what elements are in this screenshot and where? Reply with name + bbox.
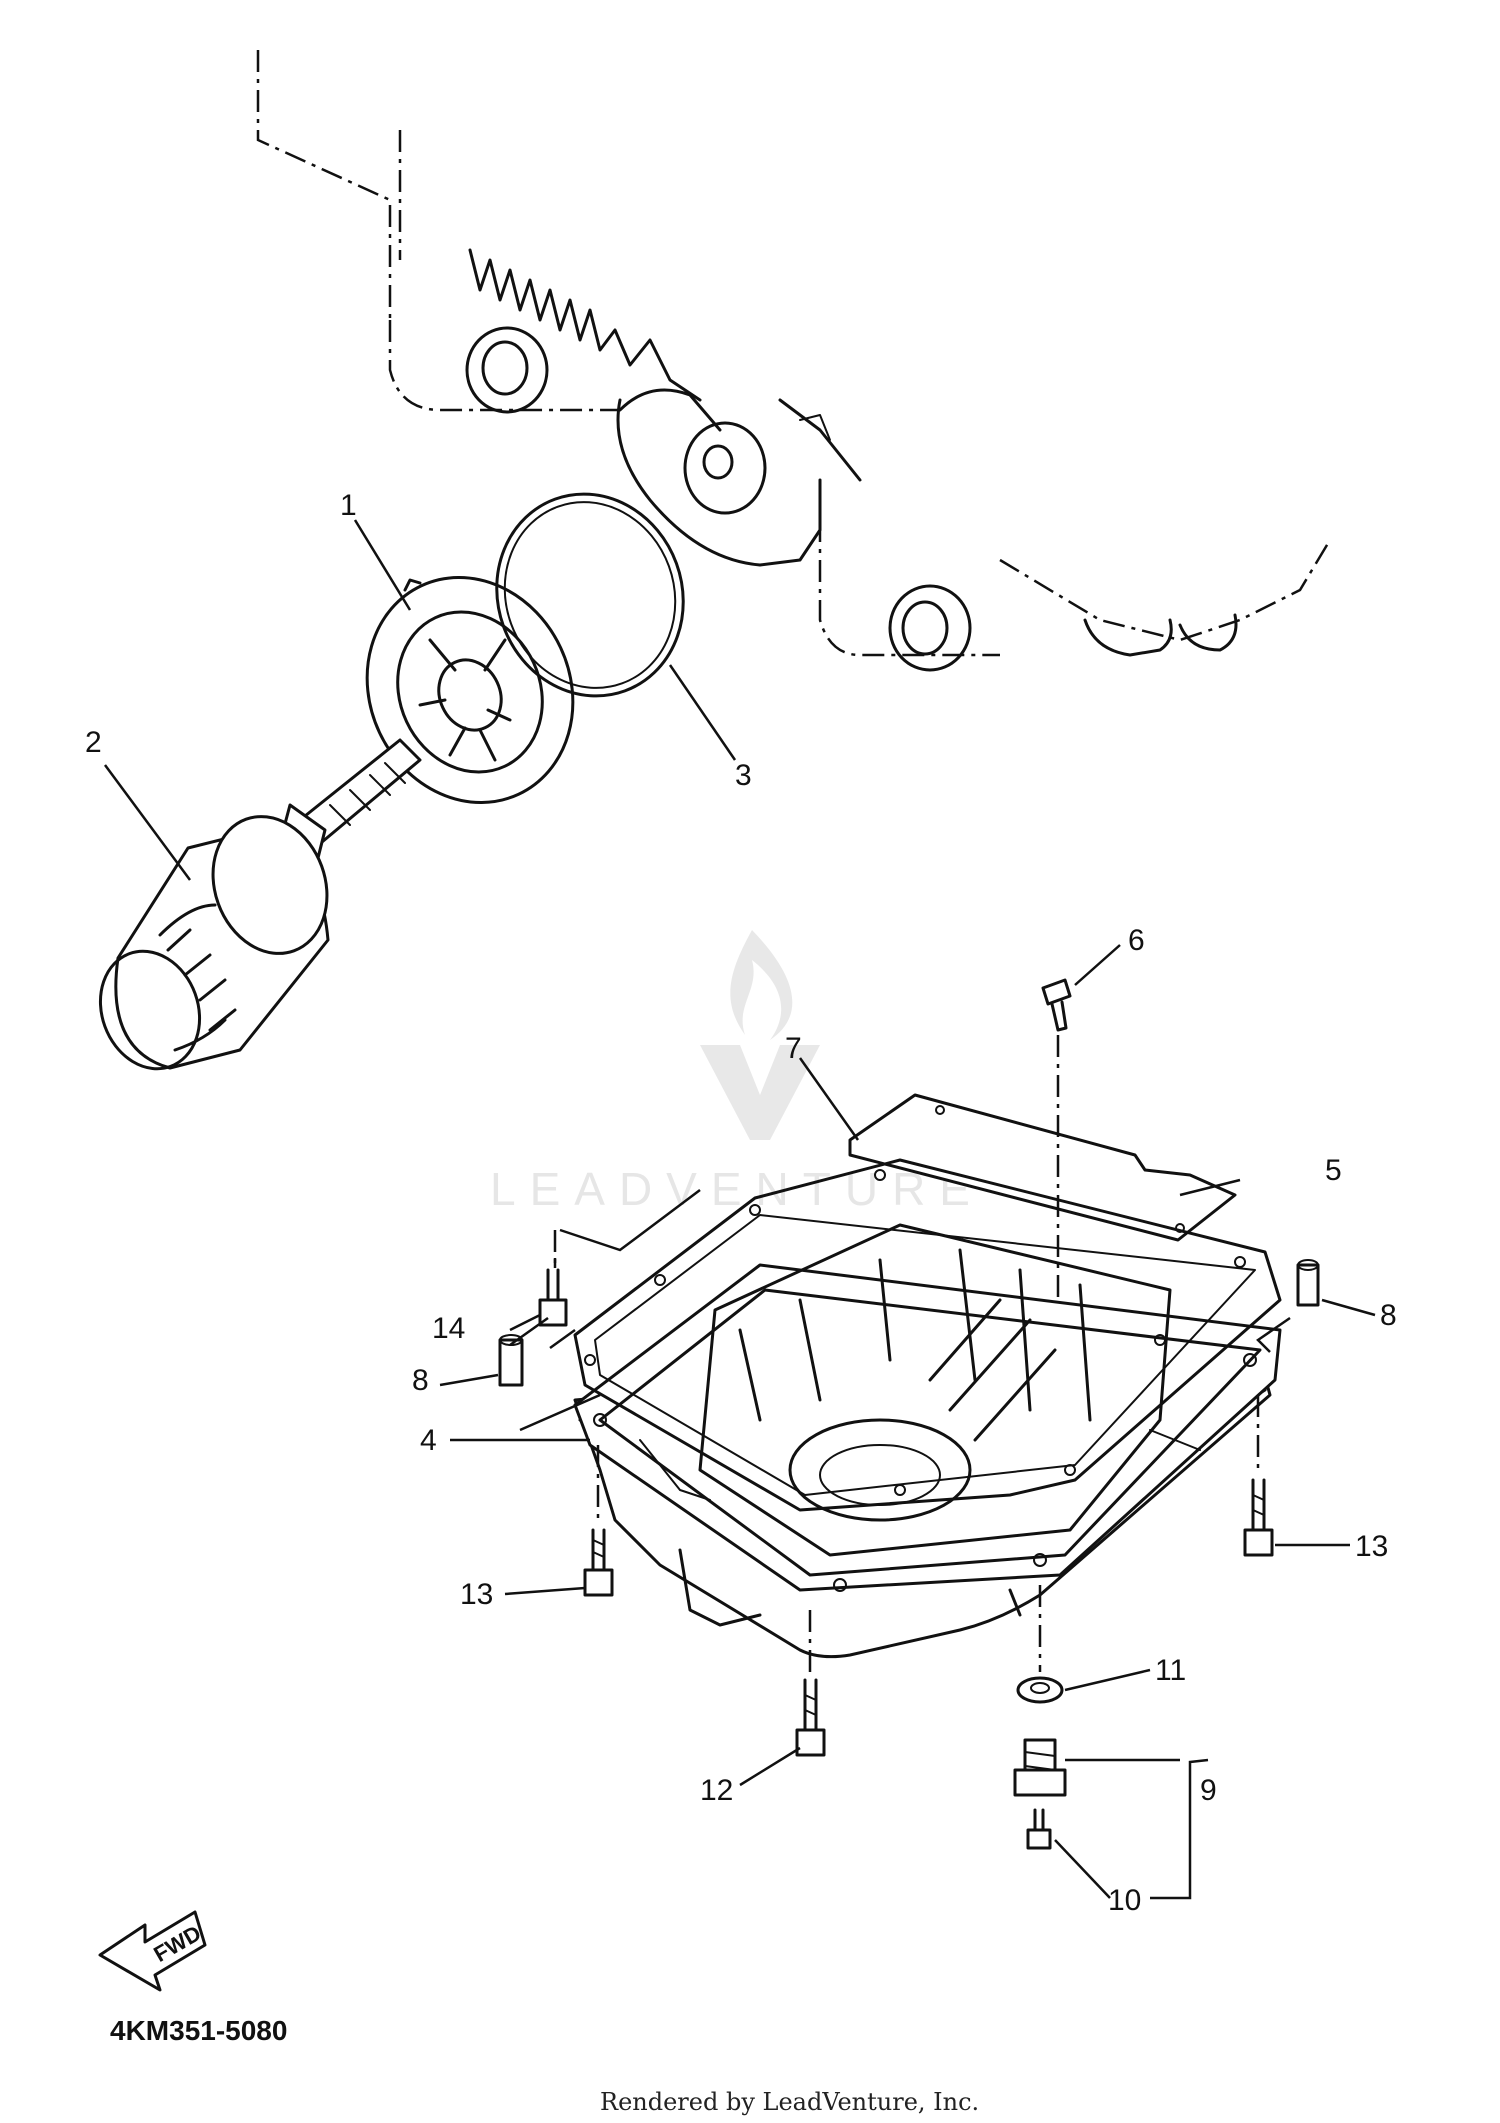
callout-14: 14	[432, 1312, 465, 1345]
render-credit: Rendered by LeadVenture, Inc.	[600, 2088, 979, 2116]
callout-11: 11	[1155, 1654, 1186, 1687]
watermark: LEADVENTURE	[490, 930, 984, 1215]
callout-6: 6	[1128, 924, 1145, 957]
part-2-oil-filter	[98, 815, 330, 1071]
forward-arrow: FWD	[98, 1910, 207, 1992]
part-4-oil-pan	[573, 1223, 1282, 1659]
watermark-flame-icon	[730, 930, 793, 1040]
callout-leaders	[103, 519, 1376, 1900]
part-11-washer	[1016, 1585, 1064, 1704]
part-3-o-ring	[495, 492, 685, 698]
part-8-dowel-pin-right	[1296, 1259, 1320, 1307]
callout-3: 3	[735, 759, 752, 792]
part-6-bolt	[1041, 978, 1072, 1460]
callout-10: 10	[1108, 1884, 1141, 1917]
part-5-baffle-plate	[848, 1093, 1237, 1242]
crankcase-outline	[256, 50, 1332, 672]
callout-13-left: 13	[460, 1578, 493, 1611]
part-13-bolt-left	[583, 1445, 614, 1597]
callout-2: 2	[85, 726, 102, 759]
part-10-bolt	[1026, 1808, 1052, 1850]
part-7-oil-pan-gasket	[573, 1158, 1282, 1512]
callout-8-right: 8	[1380, 1299, 1397, 1332]
part-1-oil-cooler	[365, 576, 575, 804]
watermark-v-icon	[700, 1045, 820, 1140]
callout-7: 7	[785, 1032, 802, 1065]
part-13-bolt-right	[1243, 1395, 1274, 1557]
callout-9: 9	[1200, 1774, 1217, 1807]
callout-4: 4	[420, 1424, 437, 1457]
callout-labels: 1 2 3 4 5 6 7 8 8 9 10 11 12 13 13 14	[85, 489, 1397, 1917]
part-9-drain-bolt	[1013, 1738, 1067, 1797]
callout-1: 1	[340, 489, 357, 522]
callout-13-right: 13	[1355, 1530, 1388, 1563]
part-14-bolt	[538, 1268, 568, 1327]
callout-5: 5	[1325, 1154, 1342, 1187]
callout-8-left: 8	[412, 1364, 429, 1397]
part-8-dowel-pin-left	[498, 1334, 524, 1387]
callout-12: 12	[700, 1774, 733, 1807]
diagram-part-code: 4KM351-5080	[110, 2015, 287, 2046]
watermark-text: LEADVENTURE	[490, 1163, 984, 1215]
part-12-bolt	[795, 1610, 826, 1757]
forward-arrow-icon	[98, 1910, 207, 1992]
